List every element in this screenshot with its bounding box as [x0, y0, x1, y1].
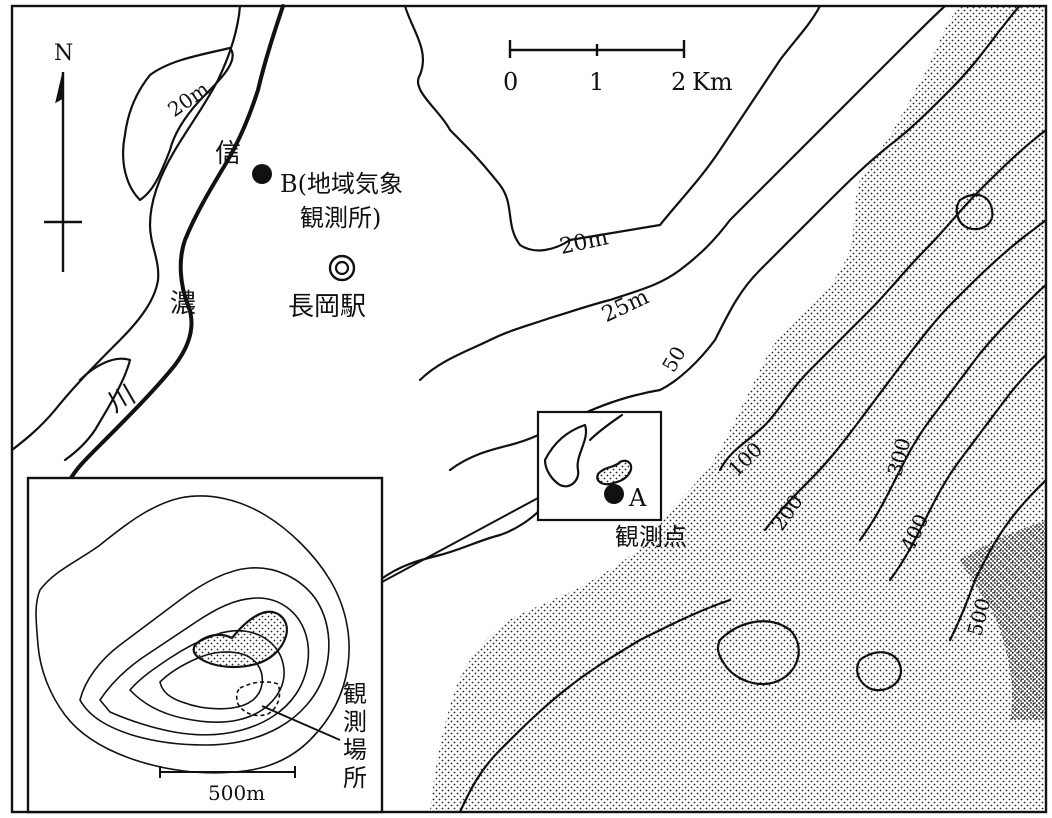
contour-line-500m: [948, 478, 1046, 642]
scale-tick-2: 2: [671, 68, 686, 96]
north-label: N: [54, 41, 73, 66]
north-arrow-head: [55, 71, 64, 104]
high-terrain-shading: [960, 520, 1046, 720]
contour-line-25m: [418, 6, 947, 382]
contour-loop-1: [716, 620, 800, 685]
point-a-marker: [604, 484, 624, 504]
inset-site-char-4: 所: [343, 764, 367, 792]
nagaoka-station-label: 長岡駅: [288, 292, 366, 322]
study-area-hill: [596, 459, 633, 486]
inset-scale-bar: 500m: [159, 766, 296, 805]
river-island: [122, 46, 234, 202]
scale-tick-1: 1: [589, 68, 604, 96]
station-b-label-line2: 観測所): [300, 204, 381, 232]
inset-site-leader-line: [261, 705, 341, 741]
hill-terrain-shading: [430, 6, 1046, 812]
river-sandbar: [63, 357, 132, 462]
station-b-label-line1: B(地域気象: [280, 170, 403, 198]
inset-site-label: 観 測 場 所: [343, 680, 367, 792]
nagaoka-station-symbol: [328, 254, 356, 282]
inset-scale-label: 500m: [208, 781, 265, 805]
shinano-river-east-bank: [68, 4, 285, 482]
contour-line-300m: [858, 283, 1046, 542]
contour-line-400m: [888, 353, 1046, 582]
contour-line-20m-north: [403, 6, 822, 252]
inset-contour-2: [79, 567, 330, 746]
contour-line-100m: [718, 128, 1046, 472]
contour-loop-3: [955, 193, 994, 231]
point-a-letter: A: [628, 484, 647, 512]
river-char-no: 濃: [170, 289, 196, 319]
point-a-caption: 観測点: [615, 523, 687, 551]
inset-observation-site-outline: [235, 681, 281, 717]
station-b-marker: [252, 164, 272, 184]
inset-map: 観 測 場 所 500m: [26, 476, 384, 814]
inset-hill-summit: [192, 610, 288, 669]
contour-loop-2: [856, 651, 903, 692]
inset-contour-4: [128, 629, 285, 723]
inset-site-char-3: 場: [343, 736, 367, 764]
river-char-shin: 信: [215, 139, 241, 169]
shinano-river-west-bank: [10, 4, 242, 452]
inset-contour-outer: [35, 495, 350, 774]
inset-contour-3: [99, 597, 310, 736]
scale-bar: 0 1 2 Km: [503, 40, 733, 96]
scale-unit: Km: [692, 68, 733, 96]
contour-line-200m: [763, 218, 1046, 532]
scale-tick-0: 0: [503, 68, 518, 96]
contour-line-lowland: [378, 508, 542, 582]
inset-site-char-2: 測: [343, 708, 367, 736]
study-area-contour: [543, 423, 588, 488]
study-area-contour-2: [588, 413, 624, 442]
inset-site-char-1: 観: [343, 680, 367, 708]
inset-leader-line: [381, 497, 539, 583]
contour-line-south: [458, 598, 732, 812]
study-area-box: [536, 410, 663, 522]
